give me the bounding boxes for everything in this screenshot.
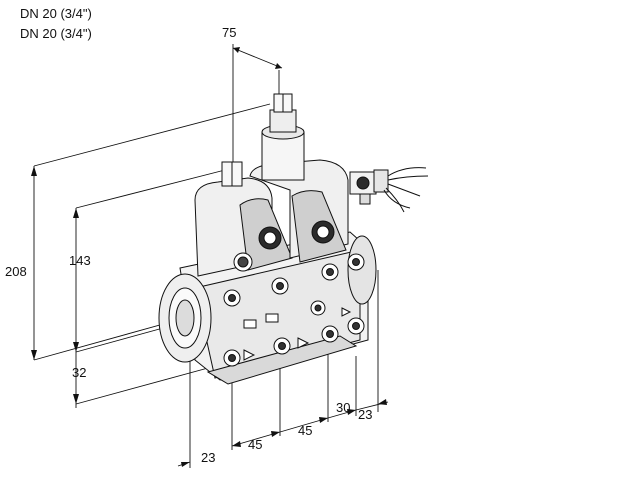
dim-label-23-left: 23 — [201, 450, 215, 465]
test-nipple — [265, 313, 279, 323]
arrow — [31, 350, 37, 360]
cable-wire — [387, 175, 429, 181]
dim-label-45-a: 45 — [248, 437, 262, 452]
inlet-thread — [175, 299, 195, 337]
arrow — [275, 63, 282, 69]
arrow — [378, 399, 387, 405]
title-line-2: DN 20 (3/4") — [20, 26, 92, 41]
bolt-center — [278, 342, 286, 350]
dim-label-32: 32 — [72, 365, 86, 380]
connector-housing — [373, 169, 389, 193]
arrow — [233, 47, 240, 53]
arrow — [73, 208, 79, 218]
flow-arrow-icon — [243, 349, 256, 361]
cable-gland — [359, 193, 371, 205]
coil-left-knob-center — [237, 256, 249, 268]
arrowheads — [31, 47, 387, 467]
test-nipple — [243, 319, 257, 329]
arrow — [271, 431, 280, 437]
bolt-center — [326, 330, 334, 338]
dim-label-208: 208 — [5, 264, 27, 279]
bolt-center — [352, 322, 360, 330]
dim-label-143: 143 — [69, 253, 91, 268]
arrow — [181, 462, 190, 467]
base-plate — [206, 335, 358, 385]
arrow — [347, 409, 356, 415]
title-line-1: DN 20 (3/4") — [20, 6, 92, 21]
bolt-center — [276, 282, 284, 290]
bolt-center — [314, 304, 322, 312]
cable-wire — [385, 187, 405, 213]
cable-wire — [387, 183, 421, 197]
connector-plug-face — [356, 176, 370, 190]
cable-wire — [383, 189, 411, 209]
dimension-lines — [33, 44, 389, 468]
flow-arrow-icon — [341, 307, 352, 317]
electrical-connector — [349, 167, 429, 213]
outlet-flange — [347, 235, 377, 305]
bolt-center — [352, 258, 360, 266]
regulator-neck — [269, 109, 297, 133]
cable-wire — [387, 167, 427, 177]
bolt-center — [228, 354, 236, 362]
dim-label-30: 30 — [336, 400, 350, 415]
bolt-center — [228, 294, 236, 302]
dim-32-ext — [75, 361, 231, 405]
arrow — [31, 166, 37, 176]
dim-143-ext-top — [75, 169, 226, 209]
bolt-center — [326, 268, 334, 276]
arrow — [73, 394, 79, 404]
coil-left-emblem-center — [263, 231, 277, 245]
bolt-centers — [228, 258, 360, 362]
arrow — [319, 417, 328, 423]
coil-right-emblem-center — [316, 225, 330, 239]
dim-label-45-b: 45 — [298, 423, 312, 438]
arrow — [73, 342, 79, 352]
dim-label-75: 75 — [222, 25, 236, 40]
dim-label-23-right: 23 — [358, 407, 372, 422]
dim-75-line — [232, 47, 283, 69]
valve-assembly — [158, 93, 377, 385]
arrow — [232, 441, 241, 447]
dim-208-ext-top — [33, 103, 271, 167]
flow-arrow-icon — [297, 337, 310, 349]
